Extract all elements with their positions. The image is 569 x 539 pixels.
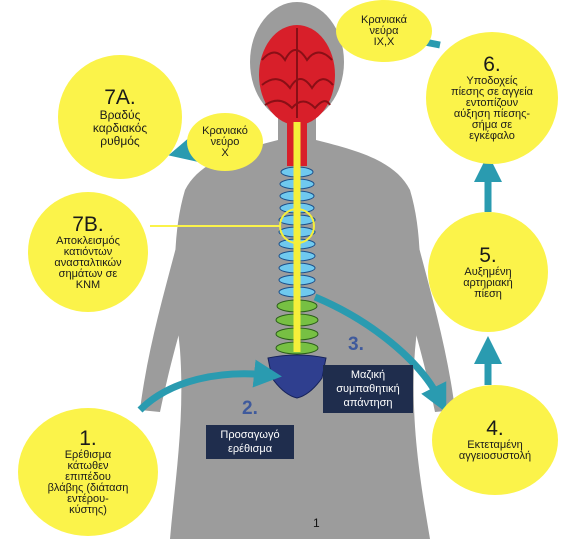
page-number: 1 bbox=[313, 516, 320, 530]
node-7b: 7Β. Αποκλεισμός κατιόντων ανασταλτικών σ… bbox=[28, 192, 148, 312]
step-2-number: 2. bbox=[242, 398, 258, 420]
cranial-nerve-x-label: Κρανιακό νεύρο X bbox=[202, 126, 248, 159]
node-5-number: 5. bbox=[479, 245, 497, 267]
node-7b-text: Αποκλεισμός κατιόντων ανασταλτικών σημάτ… bbox=[54, 236, 121, 291]
cranial-nerve-x-bubble: Κρανιακό νεύρο X bbox=[187, 113, 263, 171]
node-1-number: 1. bbox=[79, 428, 97, 450]
afferent-stimulus-box: Προσαγωγό ερέθισμα bbox=[206, 425, 294, 459]
node-7b-number: 7Β. bbox=[72, 214, 104, 236]
step-3-number: 3. bbox=[348, 334, 364, 356]
sympathetic-response-box: Μαζική συμπαθητική απάντηση bbox=[323, 365, 413, 413]
node-6-number: 6. bbox=[483, 54, 501, 76]
node-4-number: 4. bbox=[486, 418, 504, 440]
cranial-nerves-ix-x-label: Κρανιακά νεύρα IX,X bbox=[361, 15, 407, 48]
node-5-text: Αυξημένη αρτηριακή πίεση bbox=[463, 267, 513, 300]
cranial-nerves-ix-x-bubble: Κρανιακά νεύρα IX,X bbox=[336, 0, 432, 62]
node-7a-number: 7Α. bbox=[104, 87, 136, 109]
node-7a: 7Α. Βραδύς καρδιακός ρυθμός bbox=[58, 55, 182, 179]
node-4: 4. Εκτεταμένη αγγειοσυστολή bbox=[432, 385, 558, 495]
node-1: 1. Ερέθισμα κάτωθεν επιπέδου βλάβης (διά… bbox=[18, 408, 158, 536]
node-4-text: Εκτεταμένη αγγειοσυστολή bbox=[459, 440, 531, 462]
node-1-text: Ερέθισμα κάτωθεν επιπέδου βλάβης (διάτασ… bbox=[48, 450, 129, 516]
node-5: 5. Αυξημένη αρτηριακή πίεση bbox=[428, 212, 548, 332]
brain bbox=[259, 25, 335, 125]
node-7a-text: Βραδύς καρδιακός ρυθμός bbox=[93, 109, 147, 148]
node-6-text: Υποδοχείς πίεσης σε αγγεία εντοπίζουν αύ… bbox=[451, 76, 533, 142]
node-6: 6. Υποδοχείς πίεσης σε αγγεία εντοπίζουν… bbox=[426, 32, 558, 164]
